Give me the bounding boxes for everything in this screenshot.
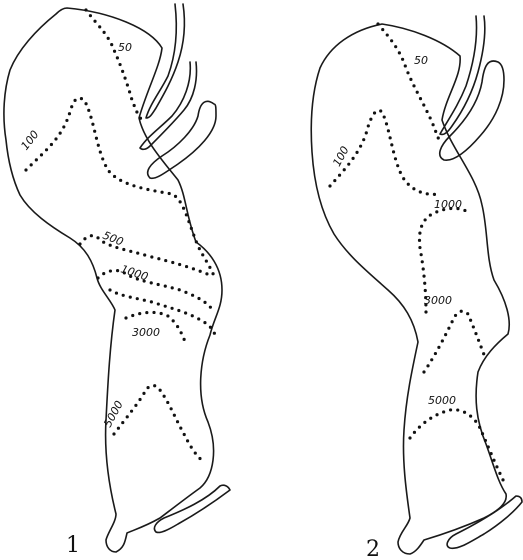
panel-2-tube-upper — [440, 16, 485, 135]
panel-2-number: 2 — [366, 537, 380, 560]
panel-2-label-3000: 3000 — [424, 294, 452, 307]
panel-1-label-3000: 3000 — [132, 326, 160, 339]
panel-1-contour-5000 — [114, 386, 204, 463]
panel-2-outline — [311, 24, 509, 554]
panel-2-label-5000: 5000 — [428, 394, 456, 407]
panel-1-label-1000: 1000 — [119, 262, 150, 283]
panel-1-contour-extra — [110, 290, 216, 338]
panel-2-contour-5000 — [410, 410, 506, 486]
panel-2-tube-arm — [440, 61, 504, 160]
panel-1-number: 1 — [66, 533, 80, 558]
panel-2-tube-bottom — [447, 496, 522, 548]
panel-1-label-5000: 5000 — [101, 399, 126, 430]
panel-1-contour-100 — [26, 98, 214, 276]
panel-1-label-500: 500 — [101, 229, 125, 249]
panel-2-label-1000: 1000 — [434, 198, 462, 211]
panel-1-tube-upper — [146, 4, 184, 118]
panel-2-label-50: 50 — [414, 54, 428, 67]
panel-2: 50 100 1000 3000 5000 2 — [311, 16, 522, 560]
panel-1: 50 100 500 1000 3000 5000 1 — [4, 4, 230, 558]
panel-1-contour-50 — [86, 10, 142, 120]
panel-1-label-100: 100 — [18, 128, 41, 153]
panel-1-label-50: 50 — [118, 41, 132, 54]
panel-1-tube-bottom — [154, 485, 230, 532]
panel-1-contour-1000 — [98, 271, 214, 312]
panel-2-contour-3000 — [424, 311, 486, 372]
panel-1-outline — [4, 8, 222, 552]
